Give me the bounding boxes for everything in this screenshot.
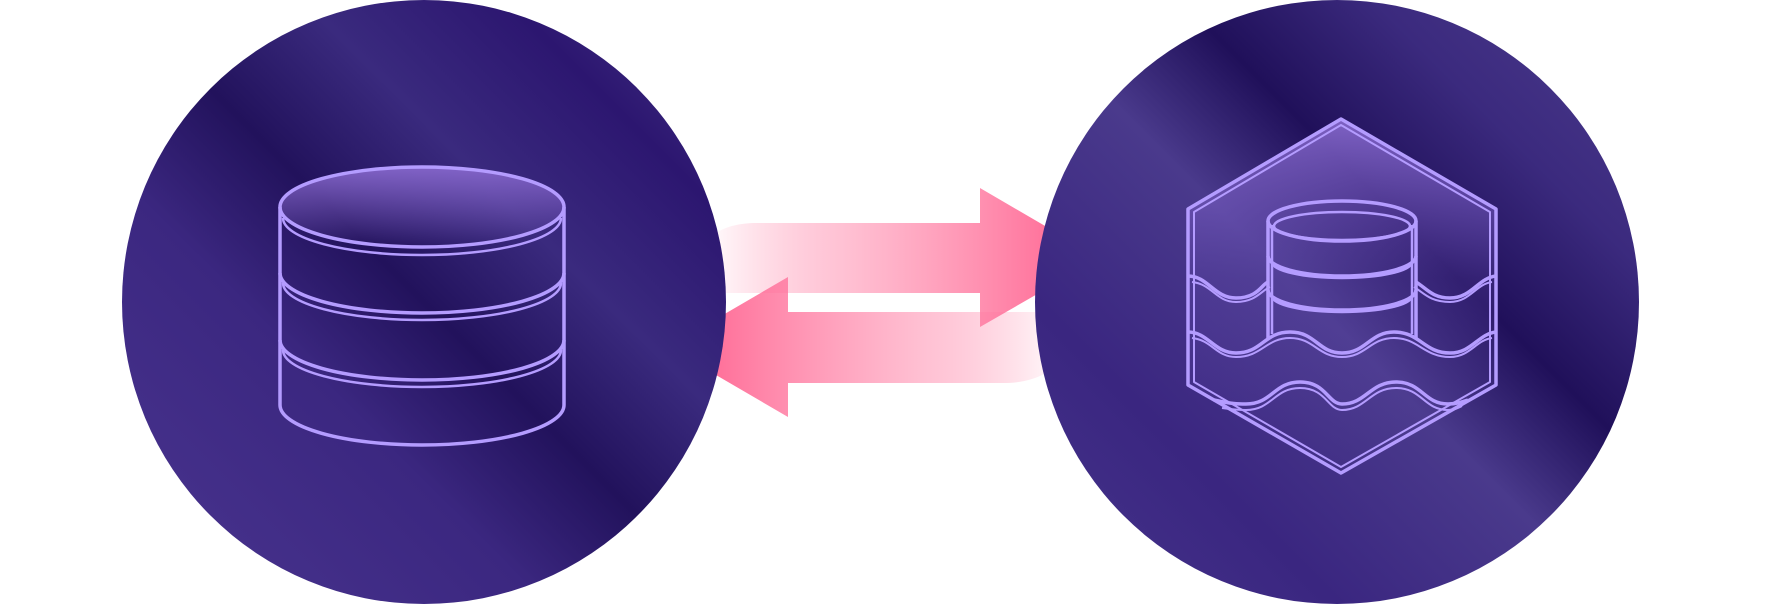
database-node [122, 0, 726, 604]
arrow-left-icon [668, 277, 1066, 417]
database-circle [122, 0, 726, 604]
data-lake-node [1035, 0, 1639, 604]
arrow-to-data-lake [704, 188, 1100, 327]
database-cylinder-icon [278, 165, 566, 447]
data-lake-hexagon-icon [1186, 117, 1498, 475]
arrow-right-icon [704, 188, 1100, 327]
arrow-to-database [668, 277, 1066, 417]
